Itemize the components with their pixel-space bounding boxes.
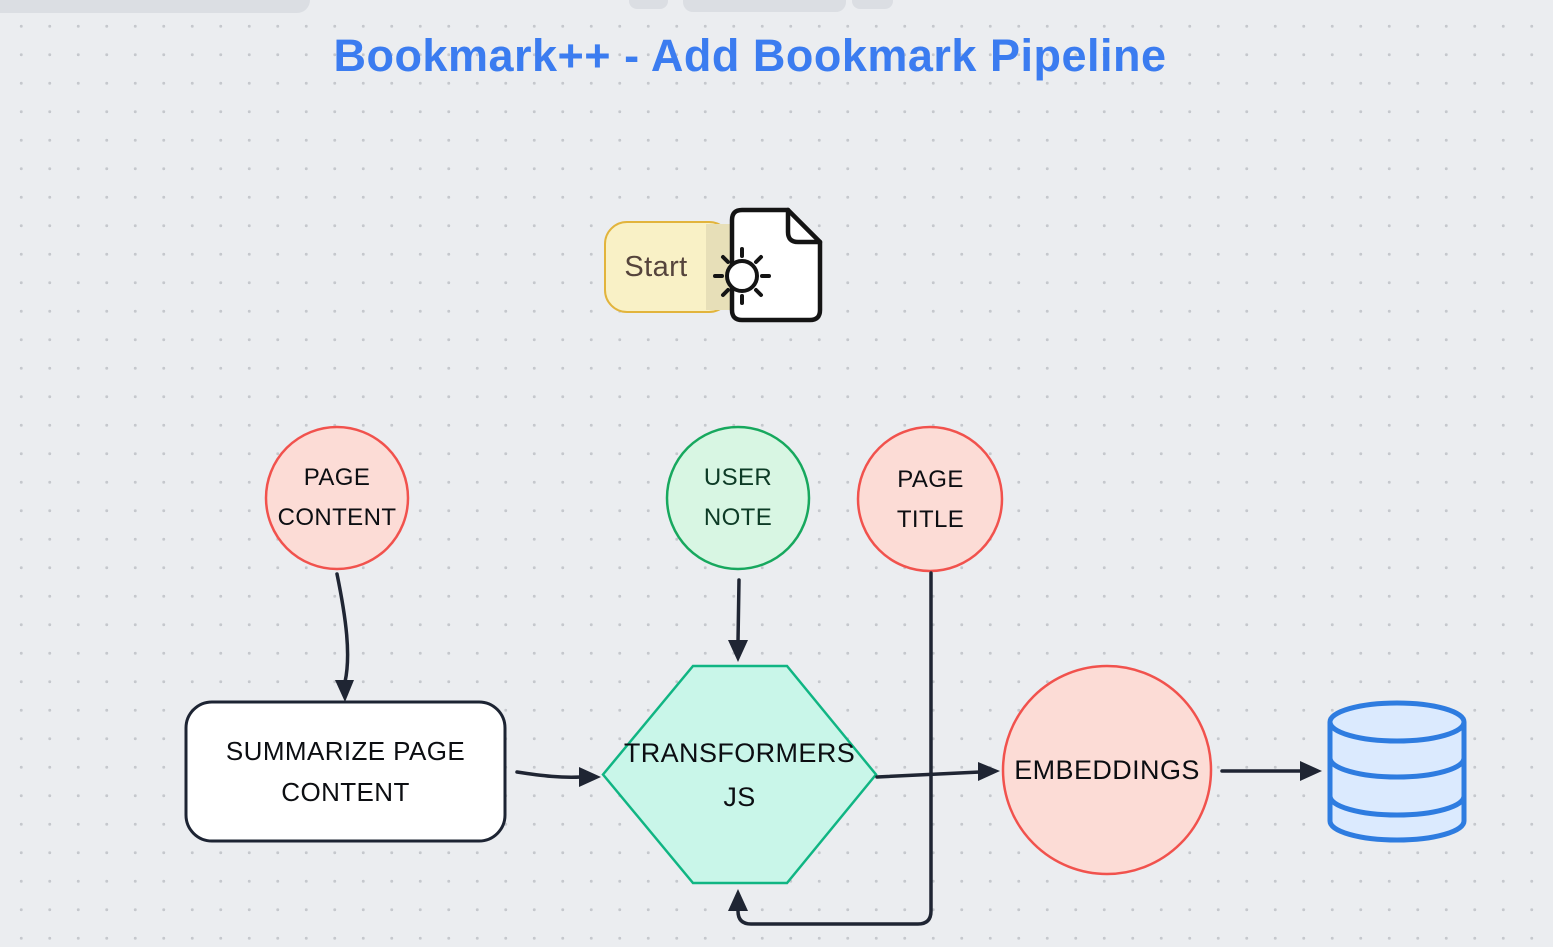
start-node[interactable]	[604, 221, 732, 313]
embeddings-node[interactable]	[1001, 664, 1213, 876]
arrow-page-content-to-summarize[interactable]	[335, 572, 354, 702]
database-band-2	[1327, 795, 1467, 818]
transformers-js-node[interactable]	[601, 664, 878, 885]
database-band-1	[1327, 757, 1467, 780]
arrowhead	[335, 680, 354, 702]
arrowhead	[728, 889, 748, 911]
document-fold	[785, 207, 823, 245]
user-note-node[interactable]	[665, 425, 811, 571]
database-top	[1327, 700, 1467, 744]
arrowhead	[1300, 761, 1322, 781]
arrow-embeddings-to-database[interactable]	[1220, 761, 1322, 781]
diagram-title[interactable]: Bookmark++ - Add Bookmark Pipeline	[333, 30, 1167, 81]
toolbar-fragment-center[interactable]	[683, 0, 846, 12]
arrow-user-note-to-transformers[interactable]	[728, 578, 748, 662]
toolbar-fragment-left[interactable]	[0, 0, 310, 13]
arrow-summarize-to-transformers[interactable]	[515, 767, 601, 787]
arrowhead	[728, 640, 748, 662]
database-cylinder-icon[interactable]	[1327, 700, 1467, 843]
document-icon[interactable]	[713, 207, 823, 323]
arrow-page-title-to-transformers[interactable]	[728, 571, 933, 926]
toolbar-fragment-small-2[interactable]	[852, 0, 893, 9]
arrowhead	[978, 762, 1000, 781]
toolbar-fragment-small-1[interactable]	[629, 0, 668, 9]
start-node-overlap-shade	[706, 224, 731, 310]
arrowhead	[579, 767, 601, 787]
arrow-transformers-to-embeddings[interactable]	[875, 762, 1000, 781]
sun-icon	[713, 247, 771, 305]
page-title-node[interactable]	[856, 425, 1004, 573]
document-page-shape	[729, 207, 823, 323]
summarize-page-content-node[interactable]	[184, 700, 507, 843]
page-content-node[interactable]	[264, 425, 410, 571]
